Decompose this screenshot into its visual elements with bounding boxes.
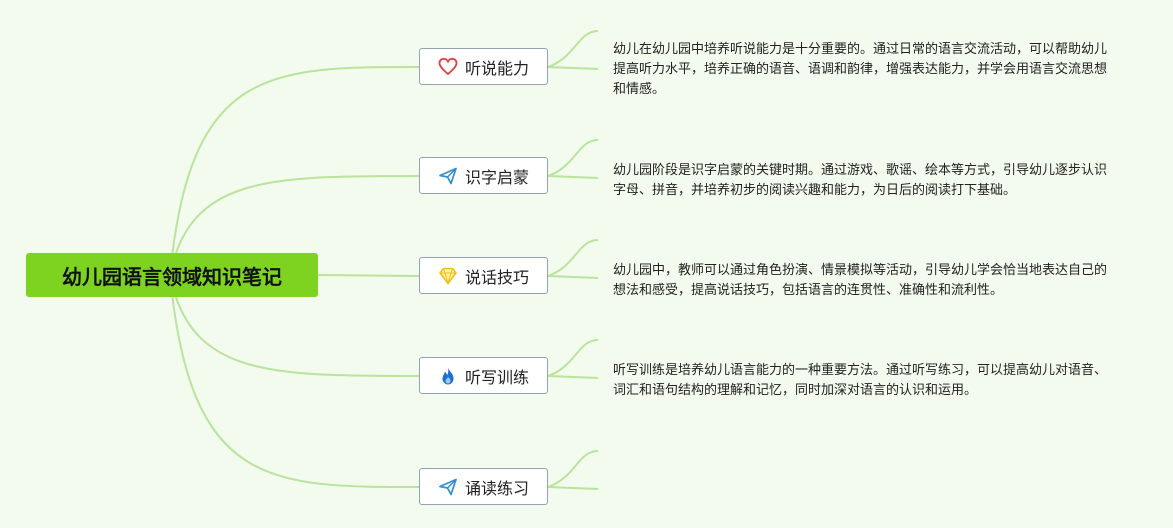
flame-icon bbox=[438, 366, 458, 386]
branch-label: 识字启蒙 bbox=[464, 167, 529, 187]
connector-bracket-bottom bbox=[547, 66, 599, 70]
branch-dictation[interactable]: 听写训练 bbox=[419, 357, 548, 394]
connector-root-to-branch bbox=[169, 66, 420, 276]
connector-root-to-branch bbox=[169, 274, 420, 377]
branch-label: 听说能力 bbox=[464, 58, 529, 78]
branch-reading-aloud[interactable]: 诵读练习 bbox=[419, 468, 548, 505]
connector-bracket-bottom bbox=[547, 275, 599, 279]
branch-speaking-skills[interactable]: 说话技巧 bbox=[419, 257, 548, 294]
heart-icon bbox=[438, 57, 458, 77]
branch-label: 听写训练 bbox=[464, 367, 529, 387]
connector-bracket-bottom bbox=[547, 375, 599, 379]
note-listening-speaking: 幼儿在幼儿园中培养听说能力是十分重要的。通过日常的语言交流活动，可以帮助幼儿提高… bbox=[613, 42, 1108, 97]
connector-bracket-top bbox=[547, 30, 599, 68]
note-speaking-skills: 幼儿园中，教师可以通过角色扮演、情景模拟等活动，引导幼儿学会恰当地表达自己的想法… bbox=[613, 263, 1108, 298]
connector-root-to-branch bbox=[169, 274, 420, 488]
paper-plane-icon bbox=[438, 166, 458, 186]
branch-label: 说话技巧 bbox=[464, 267, 529, 287]
branch-label: 诵读练习 bbox=[464, 478, 529, 498]
connector-bracket-top bbox=[547, 239, 599, 277]
note-literacy: 幼儿园阶段是识字启蒙的关键时期。通过游戏、歌谣、绘本等方式，引导幼儿逐步认识字母… bbox=[613, 163, 1108, 198]
connector-bracket-bottom bbox=[547, 486, 599, 490]
paper-plane-icon bbox=[438, 477, 458, 497]
connector-bracket-bottom bbox=[547, 175, 599, 179]
connector-bracket-top bbox=[547, 139, 599, 177]
diamond-icon bbox=[438, 266, 458, 286]
connector-bracket-top bbox=[547, 450, 599, 488]
root-topic[interactable]: 幼儿园语言领域知识笔记 bbox=[26, 253, 318, 297]
root-topic-label: 幼儿园语言领域知识笔记 bbox=[62, 264, 282, 289]
branch-literacy[interactable]: 识字启蒙 bbox=[419, 157, 548, 194]
branch-listening-speaking[interactable]: 听说能力 bbox=[419, 48, 548, 85]
connector-root-to-branch bbox=[317, 274, 420, 277]
connector-bracket-top bbox=[547, 339, 599, 377]
note-dictation: 听写训练是培养幼儿语言能力的一种重要方法。通过听写练习，可以提高幼儿对语音、词汇… bbox=[613, 363, 1108, 398]
connector-root-to-branch bbox=[169, 175, 420, 276]
